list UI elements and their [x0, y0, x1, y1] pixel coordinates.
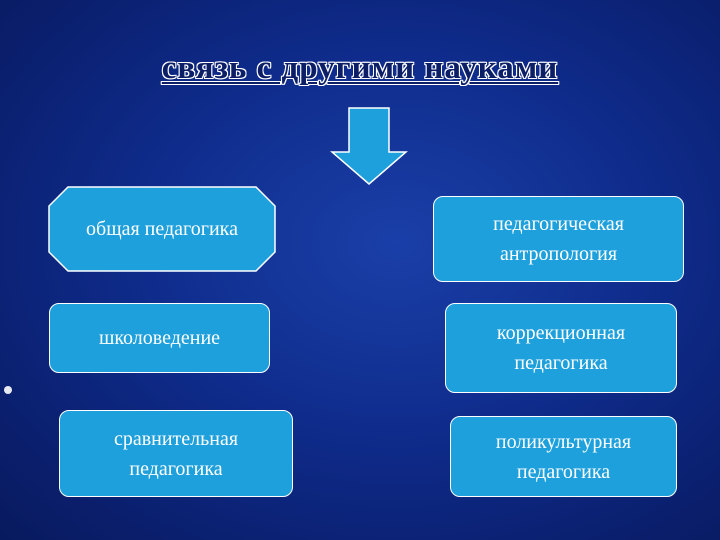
octagon-box-general-pedagogy [48, 186, 276, 272]
box-label-school-studies: школоведение [98, 327, 221, 349]
slide-title: связь с другими науками [161, 50, 559, 86]
box-multicultural-pedagogy: поликультурная педагогика [450, 416, 677, 497]
decorative-dot [4, 386, 12, 394]
down-arrow-icon [330, 107, 408, 185]
box-comparative-pedagogy: сравнительная педагогика [59, 410, 293, 497]
box-label-comparative-pedagogy-line2: педагогика [129, 457, 223, 480]
box-label-multicultural-pedagogy-line2: педагогика [516, 460, 611, 483]
box-pedagogical-anthropology: педагогическая антропология [433, 196, 684, 282]
box-label-correctional-pedagogy-line2: педагогика [514, 352, 608, 374]
box-label-comparative-pedagogy-line1: сравнительная [113, 427, 239, 450]
box-school-studies: школоведение [49, 303, 270, 373]
box-label-pedagogical-anthropology-line2: антропология [499, 243, 618, 265]
box-correctional-pedagogy: коррекционная педагогика [445, 303, 677, 393]
box-label-multicultural-pedagogy-line1: поликультурная [495, 430, 632, 453]
box-label-pedagogical-anthropology-line1: педагогическая [493, 213, 624, 235]
box-label-correctional-pedagogy-line1: коррекционная [496, 322, 626, 344]
box-label-general-pedagogy: общая педагогика [86, 217, 238, 240]
